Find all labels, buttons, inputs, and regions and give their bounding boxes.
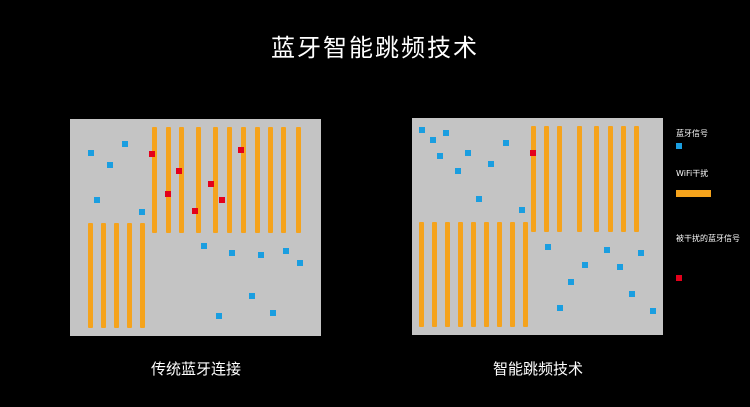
- bluetooth-signal: [270, 310, 276, 316]
- smart-hopping-caption: 智能跳频技术: [492, 360, 583, 378]
- bluetooth-signal: [107, 162, 113, 168]
- wifi-interference-bar: [127, 223, 132, 328]
- legend-wifi-swatch: [676, 190, 711, 197]
- wifi-interference-bar: [140, 223, 145, 328]
- bluetooth-signal: [258, 252, 264, 258]
- interfered-bluetooth-signal: [530, 150, 536, 156]
- bluetooth-signal: [650, 308, 656, 314]
- interfered-bluetooth-signal: [238, 147, 244, 153]
- bluetooth-signal: [557, 305, 563, 311]
- bluetooth-signal: [443, 130, 449, 136]
- legend-interfered-swatch: [676, 275, 682, 281]
- bluetooth-signal: [88, 150, 94, 156]
- wifi-interference-bar: [458, 222, 463, 327]
- interfered-bluetooth-signal: [176, 168, 182, 174]
- smart-hopping-panel: [412, 118, 663, 335]
- wifi-interference-bar: [296, 127, 301, 233]
- bluetooth-signal: [465, 150, 471, 156]
- bluetooth-signal: [519, 207, 525, 213]
- wifi-interference-bar: [166, 127, 171, 233]
- page-title: 蓝牙智能跳频技术: [271, 34, 479, 62]
- bluetooth-signal: [419, 127, 425, 133]
- bluetooth-signal: [283, 248, 289, 254]
- wifi-interference-bar: [432, 222, 437, 327]
- legend-bluetooth-swatch: [676, 143, 682, 149]
- legend-bluetooth-label: 蓝牙信号: [676, 129, 708, 138]
- wifi-interference-bar: [227, 127, 232, 233]
- wifi-interference-bar: [471, 222, 476, 327]
- bluetooth-signal: [582, 262, 588, 268]
- wifi-interference-bar: [152, 127, 157, 233]
- wifi-interference-bar: [179, 127, 184, 233]
- interfered-bluetooth-signal: [208, 181, 214, 187]
- traditional-bluetooth-caption: 传统蓝牙连接: [150, 360, 241, 378]
- wifi-interference-bar: [510, 222, 515, 327]
- wifi-interference-bar: [445, 222, 450, 327]
- bluetooth-signal: [139, 209, 145, 215]
- wifi-interference-bar: [101, 223, 106, 328]
- wifi-interference-bar: [196, 127, 201, 233]
- wifi-interference-bar: [531, 126, 536, 232]
- bluetooth-signal: [638, 250, 644, 256]
- wifi-interference-bar: [557, 126, 562, 232]
- wifi-interference-bar: [255, 127, 260, 233]
- wifi-interference-bar: [268, 127, 273, 233]
- traditional-bluetooth-panel: [70, 119, 321, 336]
- wifi-interference-bar: [281, 127, 286, 233]
- bluetooth-signal: [604, 247, 610, 253]
- bluetooth-signal: [249, 293, 255, 299]
- bluetooth-signal: [488, 161, 494, 167]
- wifi-interference-bar: [484, 222, 489, 327]
- wifi-interference-bar: [114, 223, 119, 328]
- bluetooth-signal: [229, 250, 235, 256]
- wifi-interference-bar: [241, 127, 246, 233]
- wifi-interference-bar: [88, 223, 93, 328]
- bluetooth-signal: [94, 197, 100, 203]
- legend-wifi-label: WiFi干扰: [676, 169, 709, 178]
- wifi-interference-bar: [608, 126, 613, 232]
- bluetooth-signal: [568, 279, 574, 285]
- wifi-interference-bar: [594, 126, 599, 232]
- bluetooth-signal: [476, 196, 482, 202]
- bluetooth-signal: [455, 168, 461, 174]
- bluetooth-signal: [430, 137, 436, 143]
- interfered-bluetooth-signal: [192, 208, 198, 214]
- wifi-interference-bar: [621, 126, 626, 232]
- wifi-interference-bar: [634, 126, 639, 232]
- wifi-interference-bar: [544, 126, 549, 232]
- interfered-bluetooth-signal: [165, 191, 171, 197]
- wifi-interference-bar: [523, 222, 528, 327]
- bluetooth-signal: [503, 140, 509, 146]
- legend-interfered-label: 被干扰的蓝牙信号: [676, 234, 740, 243]
- bluetooth-signal: [617, 264, 623, 270]
- wifi-interference-bar: [419, 222, 424, 327]
- bluetooth-signal: [629, 291, 635, 297]
- wifi-interference-bar: [497, 222, 502, 327]
- interfered-bluetooth-signal: [149, 151, 155, 157]
- bluetooth-signal: [122, 141, 128, 147]
- bluetooth-signal: [545, 244, 551, 250]
- bluetooth-signal: [297, 260, 303, 266]
- interfered-bluetooth-signal: [219, 197, 225, 203]
- wifi-interference-bar: [577, 126, 582, 232]
- bluetooth-signal: [437, 153, 443, 159]
- bluetooth-signal: [201, 243, 207, 249]
- wifi-interference-bar: [213, 127, 218, 233]
- bluetooth-signal: [216, 313, 222, 319]
